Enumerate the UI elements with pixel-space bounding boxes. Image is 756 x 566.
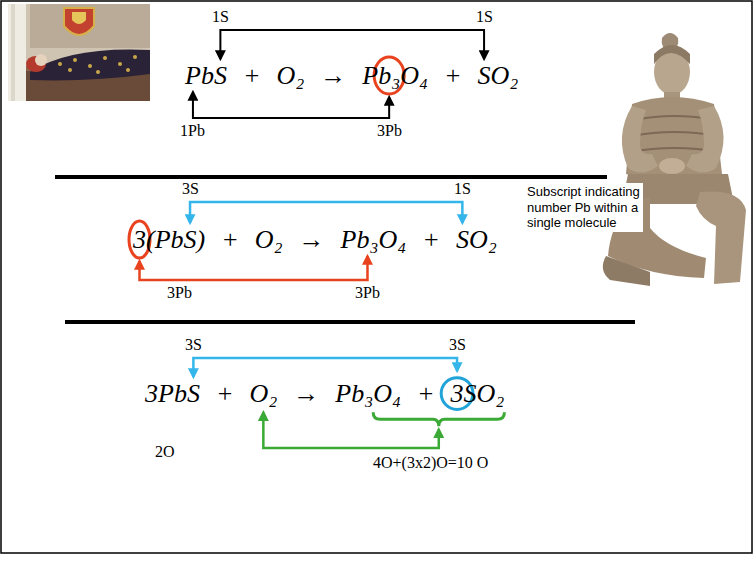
atom-count: 3Pb — [167, 284, 192, 302]
tomb-photo — [126, 68, 130, 72]
warrior-photo — [659, 158, 685, 174]
tomb-photo — [68, 68, 72, 72]
tomb-photo — [133, 55, 137, 59]
equation-term: Pb₃O₄ — [335, 378, 401, 409]
equation-term: PbS — [185, 60, 227, 91]
equation-term: O₂ — [249, 378, 277, 409]
tomb-photo — [64, 8, 94, 35]
tomb-photo — [35, 54, 47, 66]
tomb-photo — [103, 56, 107, 60]
leader-arrow — [193, 358, 457, 377]
separator-line — [55, 175, 607, 179]
leader-arrow — [140, 256, 368, 280]
tomb-photo — [30, 4, 150, 48]
curly-bracket — [373, 412, 504, 426]
atom-count: 1S — [476, 8, 493, 26]
equation-term: → — [293, 378, 319, 409]
equation-term: O₂ — [255, 224, 283, 255]
chemical-equation: PbS + O₂ → Pb₃O₄ + SO₂ — [185, 60, 518, 91]
warrior-photo — [603, 256, 650, 286]
tomb-photo — [8, 4, 150, 101]
tomb-photo — [8, 4, 150, 101]
atom-count: 3S — [449, 336, 466, 354]
tomb-photo — [30, 49, 150, 80]
atom-count: 3S — [182, 180, 199, 198]
equation-term: Pb₃O₄ — [362, 60, 428, 91]
tomb-photo — [88, 64, 92, 68]
tomb-photo — [8, 4, 26, 101]
leader-arrow — [263, 412, 438, 448]
atom-count: 4O+(3x2)O=10 O — [373, 454, 488, 472]
atom-count: 3Pb — [355, 284, 380, 302]
atom-count: 1S — [212, 8, 229, 26]
equation-term: 3SO₂ — [451, 378, 505, 409]
atom-count: 2O — [155, 443, 175, 461]
equation-term: → — [299, 224, 325, 255]
tomb-photo — [96, 70, 100, 74]
equation-term: 3PbS — [145, 378, 200, 409]
chemical-equation: 3(PbS) + O₂ → Pb₃O₄ + SO₂ — [133, 224, 497, 255]
warrior-photo — [603, 33, 746, 286]
equation-term: + — [444, 60, 462, 91]
warrior-photo — [622, 106, 658, 173]
equation-term: + — [221, 224, 239, 255]
equation-term: O₂ — [276, 60, 304, 91]
equation-term: SO₂ — [456, 224, 497, 255]
chemical-equation: 3PbS + O₂ → Pb₃O₄ +3SO₂ — [145, 378, 504, 409]
tomb-photo — [58, 62, 62, 66]
separator-line — [65, 320, 635, 324]
tomb-photo — [11, 4, 15, 101]
warrior-photo — [686, 106, 724, 173]
equation-term: → — [320, 60, 346, 91]
equation-term: + — [417, 378, 435, 409]
equation-term: + — [422, 224, 440, 255]
equation-term: Pb₃O₄ — [341, 224, 407, 255]
atom-count: 3S — [185, 336, 202, 354]
equation-term: + — [216, 378, 234, 409]
tomb-photo — [118, 62, 122, 66]
slide-border — [1, 1, 752, 553]
leader-arrow — [220, 30, 484, 59]
equation-term: SO₂ — [478, 60, 519, 91]
warrior-photo — [654, 45, 690, 64]
equation-term: 3(PbS) — [133, 224, 205, 255]
equation-term: + — [243, 60, 261, 91]
atom-count: 1Pb — [180, 122, 205, 140]
note-text: Subscript indicating number Pb within a … — [525, 183, 643, 232]
leader-arrow — [190, 202, 462, 223]
tomb-photo — [72, 12, 86, 24]
tomb-photo — [73, 58, 77, 62]
atom-count: 3Pb — [377, 122, 402, 140]
leader-arrow — [193, 92, 389, 118]
atom-count: 1S — [454, 180, 471, 198]
